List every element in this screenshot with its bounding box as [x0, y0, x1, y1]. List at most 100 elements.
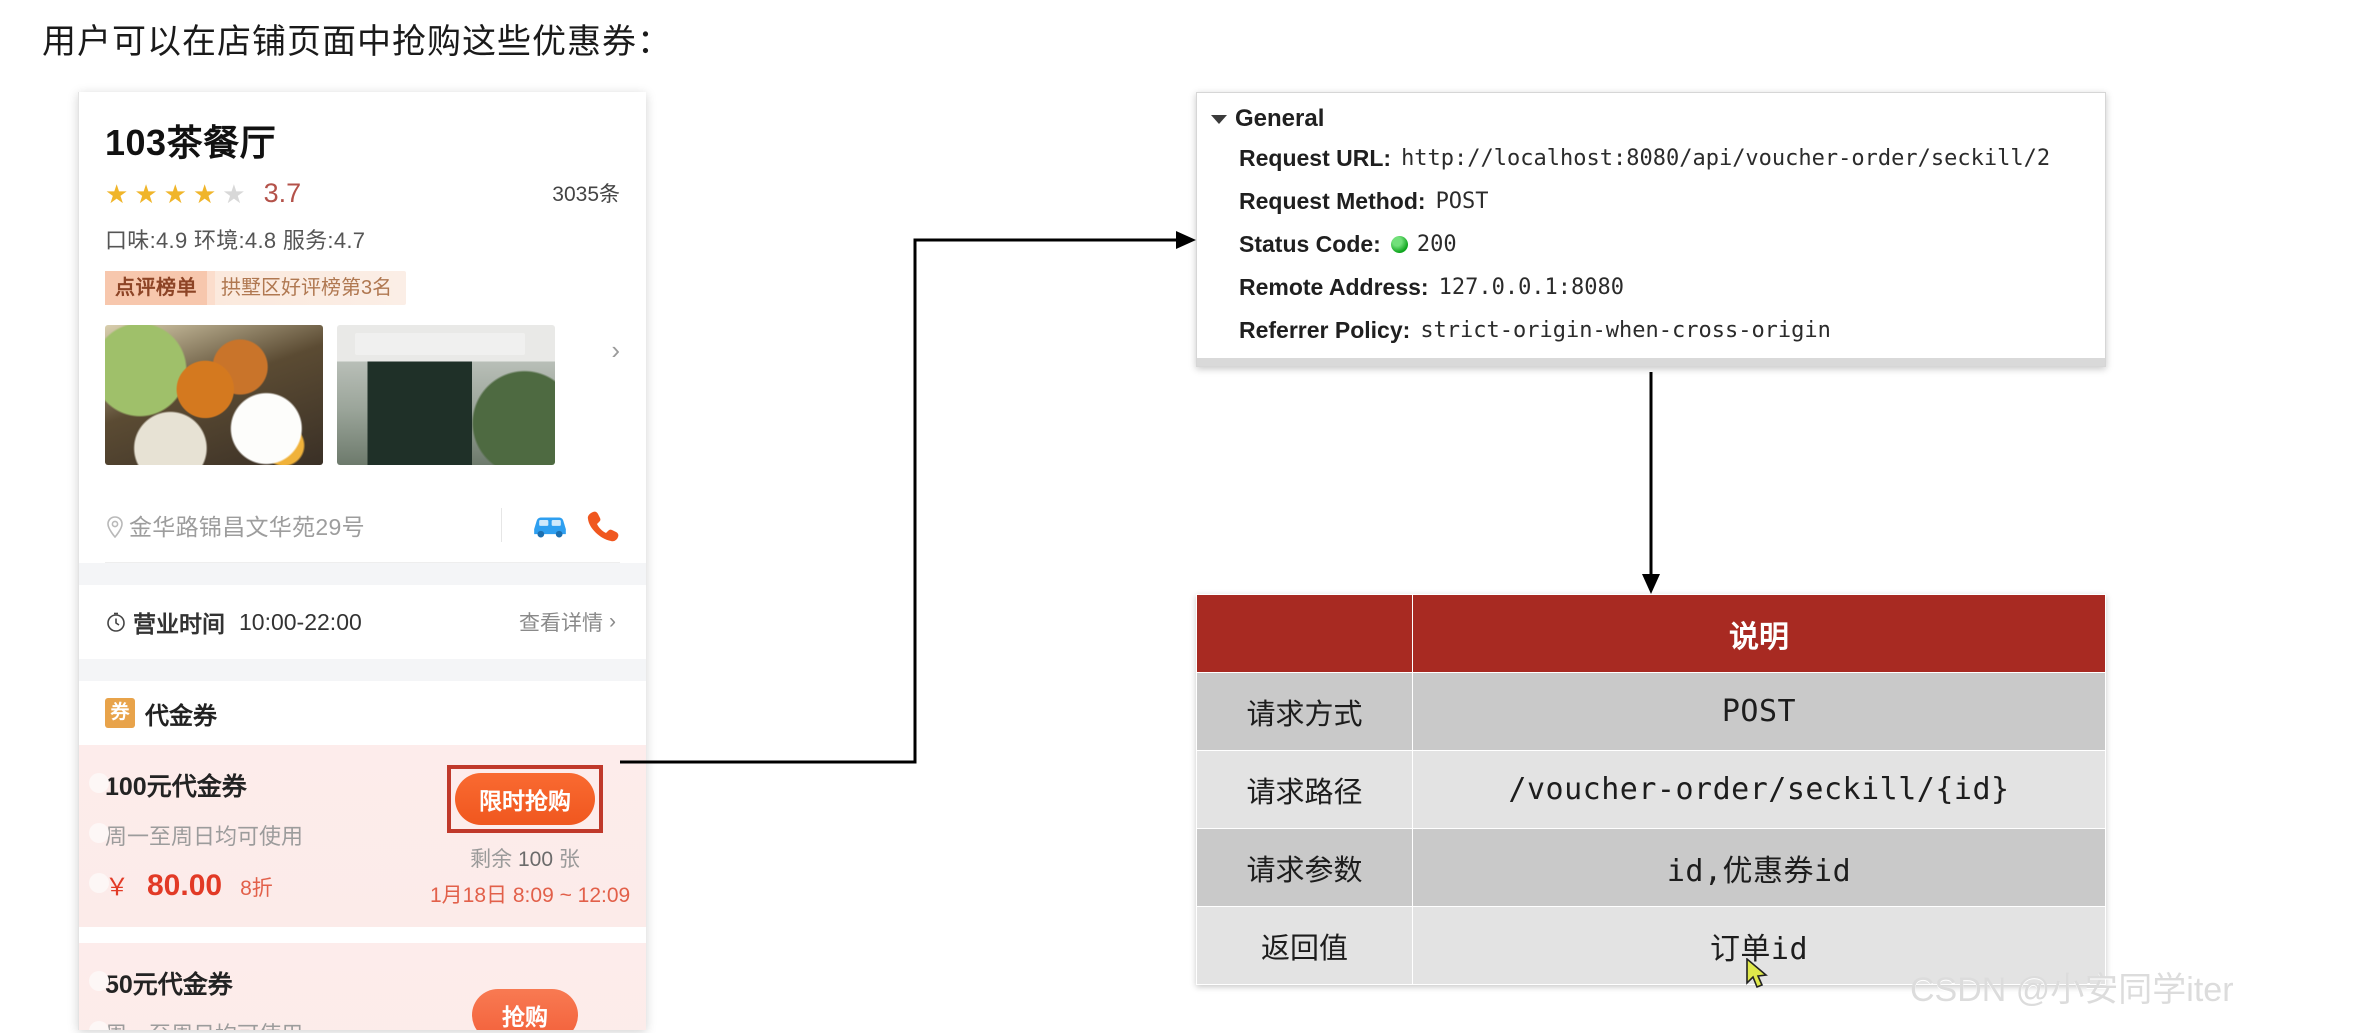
mouse-cursor-icon	[1746, 958, 1768, 989]
row-value: 200	[1416, 232, 1457, 257]
stock-suffix: 张	[558, 848, 580, 871]
table-row: 请求参数 id,优惠券id	[1196, 828, 2106, 907]
seckill-button-highlight: 限时抢购	[447, 765, 603, 833]
voucher-name: 100元代金券	[105, 773, 247, 801]
rank-badge: 点评榜单	[105, 271, 207, 305]
voucher-card[interactable]: 50元代金券 周一至周日均可使用 ￥ 47.50 9.5折 抢购	[79, 943, 646, 1030]
star-icon-empty: ★	[222, 178, 246, 209]
voucher-price-row: ￥ 80.00 8折	[105, 867, 620, 903]
star-icon: ★	[163, 178, 187, 209]
shop-card-body: 103茶餐厅 ★ ★ ★ ★ ★ 3.7 3035条 口味:4.9 环境:4.8…	[79, 92, 646, 1030]
devtools-general-panel: General Request URL: http://localhost:80…	[1196, 92, 2106, 367]
voucher-name: 50元代金券	[105, 971, 233, 999]
row-label: 请求路径	[1196, 750, 1413, 829]
general-row-request-url: Request URL: http://localhost:8080/api/v…	[1239, 145, 2105, 172]
hours-label: 营业时间	[133, 611, 225, 637]
header-description-cell: 说明	[1412, 594, 2106, 673]
hours-value: 10:00-22:00	[239, 608, 362, 635]
row-key: Status Code:	[1239, 231, 1381, 257]
car-icon[interactable]	[530, 505, 570, 545]
api-spec-table: 说明 请求方式 POST 请求路径 /voucher-order/seckill…	[1196, 594, 2106, 985]
table-row: 请求路径 /voucher-order/seckill/{id}	[1196, 750, 2106, 829]
row-value: id,优惠券id	[1412, 828, 2106, 907]
triangle-down-icon[interactable]	[1211, 114, 1227, 124]
voucher-time-range: 1月18日 8:09 ~ 12:09	[430, 884, 631, 907]
voucher-price: 80.00	[147, 869, 223, 902]
row-key: Request Method:	[1239, 188, 1426, 214]
row-label: 请求方式	[1196, 672, 1413, 751]
phone-icon[interactable]	[586, 508, 620, 542]
perforation-dot	[89, 971, 109, 991]
voucher-rule: 周一至周日均可使用	[105, 824, 304, 849]
row-label: 返回值	[1196, 906, 1413, 985]
photo-storefront[interactable]	[337, 325, 555, 465]
table-row: 请求方式 POST	[1196, 672, 2106, 751]
rating-row: ★ ★ ★ ★ ★ 3.7	[105, 178, 620, 209]
row-value: strict-origin-when-cross-origin	[1420, 318, 1831, 343]
hours-more-link[interactable]: 查看详情 ›	[519, 607, 616, 637]
row-key: Referrer Policy:	[1239, 317, 1411, 343]
voucher-action-area: 抢购	[430, 989, 620, 1030]
general-row-referrer-policy: Referrer Policy: strict-origin-when-cros…	[1239, 317, 2105, 344]
voucher-section-title: 代金券	[145, 702, 217, 730]
address-actions[interactable]	[530, 505, 620, 545]
row-value: POST	[1412, 672, 2106, 751]
photo-gallery[interactable]	[105, 325, 620, 465]
address-value: 金华路锦昌文华苑29号	[129, 513, 365, 540]
clock-icon	[107, 612, 125, 632]
row-label: 请求参数	[1196, 828, 1413, 907]
hours-row[interactable]: 营业时间 10:00-22:00 查看详情 ›	[105, 585, 620, 659]
rank-text: 拱墅区好评榜第3名	[221, 277, 393, 299]
voucher-section-header: 券 代金券	[105, 681, 620, 745]
row-key: Request URL:	[1239, 145, 1392, 171]
general-row-remote-address: Remote Address: 127.0.0.1:8080	[1239, 274, 2105, 301]
row-key: Remote Address:	[1239, 274, 1429, 300]
perforation-dot	[89, 823, 109, 843]
table-row: 返回值 订单id	[1196, 906, 2106, 985]
section-divider-band	[79, 659, 646, 681]
voucher-discount: 8折	[240, 877, 273, 900]
star-icon: ★	[192, 178, 217, 209]
chevron-right-icon: ›	[609, 610, 616, 633]
address-text: 金华路锦昌文华苑29号	[105, 508, 365, 542]
star-icon: ★	[105, 178, 129, 209]
panel-bottom-bar	[1197, 358, 2105, 366]
chevron-right-icon[interactable]: ›	[611, 335, 620, 365]
general-section-header[interactable]: General	[1197, 93, 2105, 139]
sub-scores: 口味:4.9 环境:4.8 服务:4.7	[105, 228, 366, 253]
row-value: 127.0.0.1:8080	[1438, 275, 1625, 300]
section-divider-band	[79, 563, 646, 585]
row-value: /voucher-order/seckill/{id}	[1412, 750, 2106, 829]
general-rows: Request URL: http://localhost:8080/api/v…	[1197, 139, 2105, 344]
photo-food[interactable]	[105, 325, 323, 465]
watermark: CSDN @小安同学iter	[1910, 971, 2234, 1009]
stock-prefix: 剩余	[470, 848, 513, 871]
page-title: 用户可以在店铺页面中抢购这些优惠券：	[42, 23, 672, 61]
grab-button[interactable]: 抢购	[472, 989, 578, 1030]
voucher-action-area: 限时抢购 剩余 100 张 1月18日 8:09 ~ 12:09	[430, 765, 631, 909]
address-row[interactable]: 金华路锦昌文华苑29号	[105, 487, 620, 563]
voucher-stock: 剩余 100 张	[430, 843, 620, 873]
perforation-dot	[89, 873, 109, 893]
star-icon: ★	[134, 178, 158, 209]
voucher-rule: 周一至周日均可使用	[105, 1017, 620, 1030]
header-blank-cell	[1196, 594, 1413, 673]
general-section-label: General	[1235, 105, 1325, 132]
row-value: http://localhost:8080/api/voucher-order/…	[1401, 146, 2051, 171]
voucher-card[interactable]: 100元代金券 周一至周日均可使用 ￥ 80.00 8折 限时抢购 剩余 100…	[79, 745, 646, 927]
seckill-button[interactable]: 限时抢购	[455, 773, 595, 825]
location-pin-icon	[107, 515, 123, 538]
currency-symbol: ￥	[105, 874, 129, 901]
perforation-dot	[89, 1021, 109, 1030]
shop-card: 103茶餐厅 ★ ★ ★ ★ ★ 3.7 3035条 口味:4.9 环境:4.8…	[78, 92, 646, 1030]
status-ok-dot-icon	[1390, 236, 1408, 253]
review-count: 3035条	[552, 183, 620, 206]
shop-name: 103茶餐厅	[105, 122, 277, 163]
rank-row[interactable]: 点评榜单 拱墅区好评榜第3名	[105, 271, 620, 305]
row-value: POST	[1435, 189, 1489, 214]
rank-chip[interactable]: 点评榜单 拱墅区好评榜第3名	[105, 271, 407, 305]
hours-more-label: 查看详情	[519, 612, 603, 635]
rating-value: 3.7	[263, 178, 302, 208]
voucher-tag-icon: 券	[105, 698, 135, 728]
